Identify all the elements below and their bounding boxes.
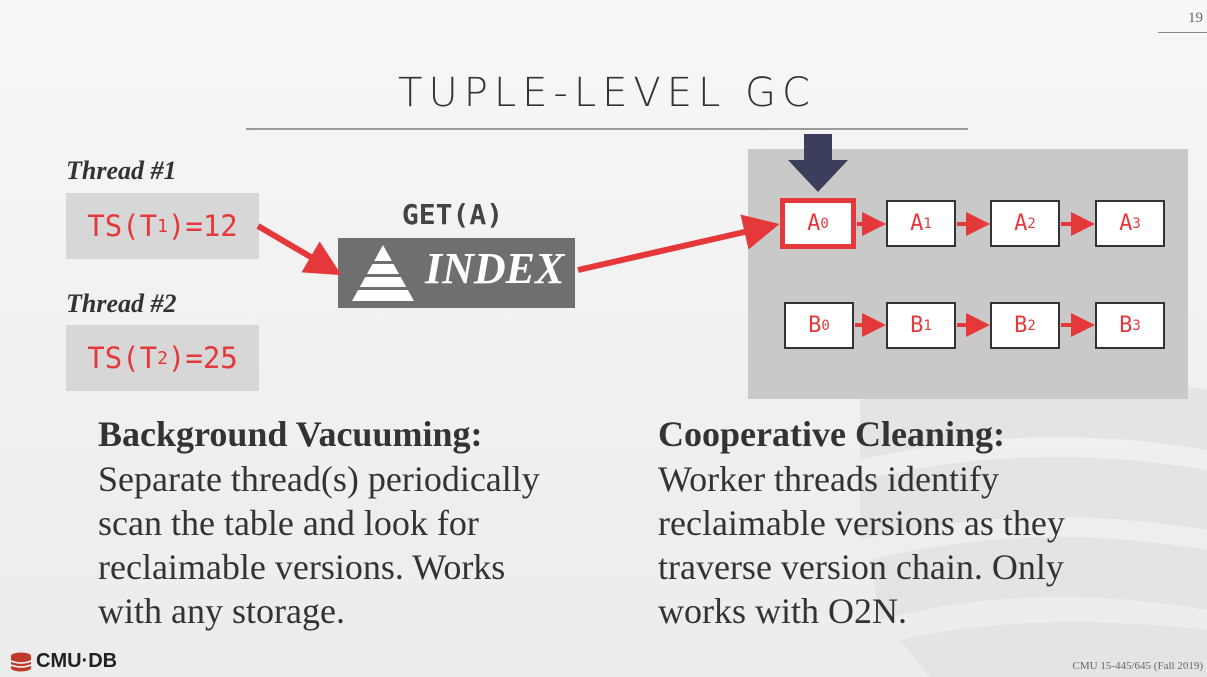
version-b1-sub: 1 <box>923 317 932 334</box>
left-section-heading: Background Vacuuming: <box>98 414 483 454</box>
slide-title: TUPLE-LEVEL GC <box>398 70 816 116</box>
version-b1-letter: B <box>910 313 924 338</box>
cmu-db-logo: CMU·DB <box>10 650 117 673</box>
title-underline <box>246 128 968 130</box>
index-tree-icon <box>350 245 416 301</box>
version-a2-sub: 2 <box>1027 215 1036 232</box>
version-a3-sub: 3 <box>1132 215 1141 232</box>
index-label: INDEX <box>425 244 565 293</box>
thread-2-ts-prefix: TS(T <box>87 341 158 375</box>
thread-2-ts-suffix: )=25 <box>167 341 238 375</box>
page-number-rule <box>1158 32 1207 33</box>
left-body-line: reclaimable versions. Works <box>98 547 506 587</box>
right-body-line: traverse version chain. Only <box>658 547 1064 587</box>
right-section-body: Worker threads identify reclaimable vers… <box>658 457 1065 633</box>
get-a-label: GET(A) <box>401 198 504 231</box>
current-pointer-arrow-icon <box>788 134 848 192</box>
right-body-line: works with O2N. <box>658 591 907 631</box>
thread-1-ts-sub: 1 <box>157 215 168 237</box>
version-a3-letter: A <box>1119 211 1133 236</box>
page-number: 19 <box>1188 10 1203 26</box>
left-body-line: with any storage. <box>98 591 345 631</box>
version-b2-sub: 2 <box>1027 317 1036 334</box>
index-to-a0-arrow-icon <box>577 214 780 273</box>
right-body-line: reclaimable versions as they <box>658 503 1065 543</box>
thread-1-ts-prefix: TS(T <box>87 209 158 243</box>
thread-1-ts-suffix: )=12 <box>167 209 238 243</box>
version-a0-sub: 0 <box>820 215 829 232</box>
logo-text: CMU·DB <box>36 650 118 672</box>
version-b2-letter: B <box>1014 313 1028 338</box>
version-b0-sub: 0 <box>821 317 830 334</box>
version-chain-panel <box>748 149 1188 399</box>
thread-to-index-arrow-icon <box>256 223 342 276</box>
version-a2-letter: A <box>1014 211 1028 236</box>
left-body-line: Separate thread(s) periodically <box>98 459 540 499</box>
thread-1-label: Thread #1 <box>66 156 177 185</box>
version-a0-letter: A <box>807 211 821 236</box>
thread-2-label: Thread #2 <box>66 289 177 318</box>
right-body-line: Worker threads identify <box>658 459 999 499</box>
left-section-body: Separate thread(s) periodically scan the… <box>98 457 540 633</box>
left-body-line: scan the table and look for <box>98 503 479 543</box>
version-b3-sub: 3 <box>1132 317 1141 334</box>
version-b0-letter: B <box>808 313 822 338</box>
version-a1-sub: 1 <box>923 215 932 232</box>
right-section-heading: Cooperative Cleaning: <box>658 414 1005 454</box>
database-icon <box>10 652 32 671</box>
version-b3-letter: B <box>1119 313 1133 338</box>
version-a1-letter: A <box>910 211 924 236</box>
thread-2-ts-sub: 2 <box>157 347 168 369</box>
course-footer: CMU 15-445/645 (Fall 2019) <box>1072 660 1203 672</box>
